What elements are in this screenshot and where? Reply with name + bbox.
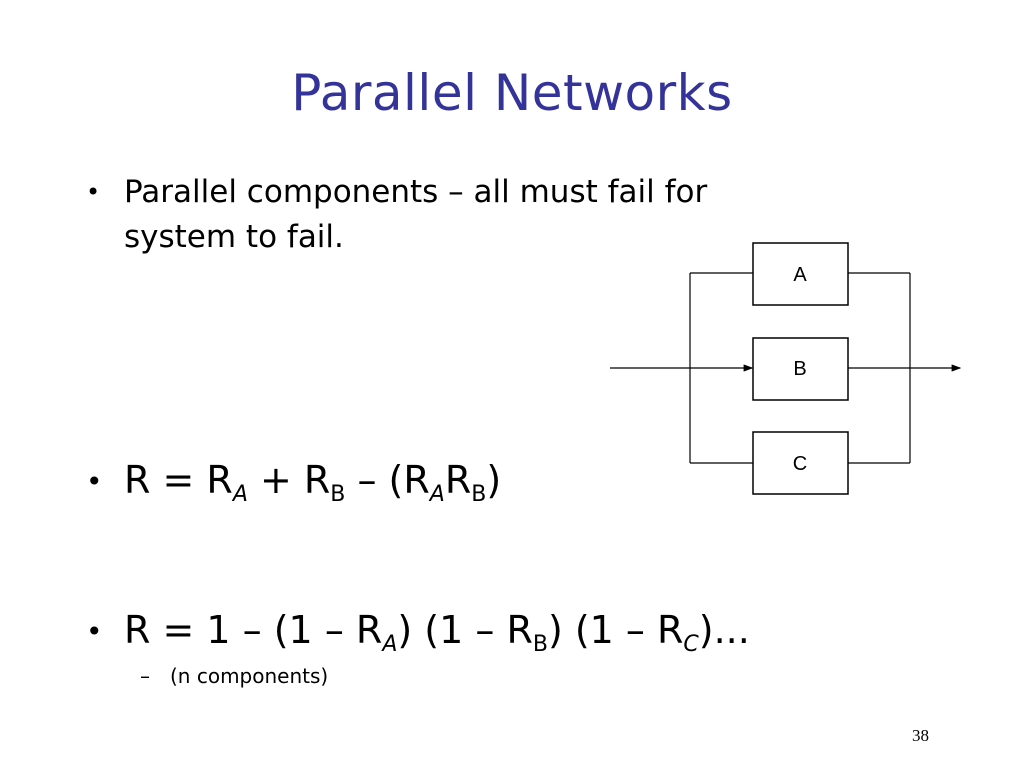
bullet-marker: • <box>86 178 101 206</box>
formula-part: R <box>444 458 472 502</box>
slide-title: Parallel Networks <box>291 64 733 122</box>
formula-part: + R <box>247 458 331 502</box>
bullet-text-line1: Parallel components – all must fail for <box>124 174 708 210</box>
bullet-text-line2: system to fail. <box>124 219 344 255</box>
formula-two-components: R = RA + RB – (RARB) <box>124 454 501 521</box>
component-box-c <box>752 431 849 495</box>
formula-subscript: A <box>429 482 445 507</box>
sub-bullet-text: (n components) <box>170 664 329 688</box>
formula-n-components: R = 1 – (1 – RA) (1 – RB) (1 – RC)... <box>124 604 750 671</box>
component-box-b <box>752 337 849 401</box>
bullet-marker: • <box>86 465 103 498</box>
formula-subscript: A <box>232 482 248 507</box>
formula-part: R = 1 – (1 – R <box>124 608 383 652</box>
component-label-a: A <box>793 264 807 286</box>
page-number: 38 <box>912 726 929 745</box>
formula-subscript: A <box>382 632 398 657</box>
formula-subscript: C <box>683 632 699 657</box>
formula-subscript: B <box>330 482 346 507</box>
component-label-b: B <box>793 358 806 380</box>
formula-subscript: B <box>532 632 548 657</box>
sub-bullet-marker: – <box>140 664 150 688</box>
formula-part: )... <box>698 608 750 652</box>
formula-part: ) (1 – R <box>547 608 684 652</box>
component-label-c: C <box>793 453 807 475</box>
formula-part: – (R <box>345 458 430 502</box>
formula-subscript: B <box>471 482 487 507</box>
formula-part: ) (1 – R <box>397 608 533 652</box>
formula-part: R = R <box>124 458 233 502</box>
formula-part: ) <box>486 458 502 502</box>
component-box-a <box>752 242 849 306</box>
bullet-marker: • <box>86 615 103 648</box>
